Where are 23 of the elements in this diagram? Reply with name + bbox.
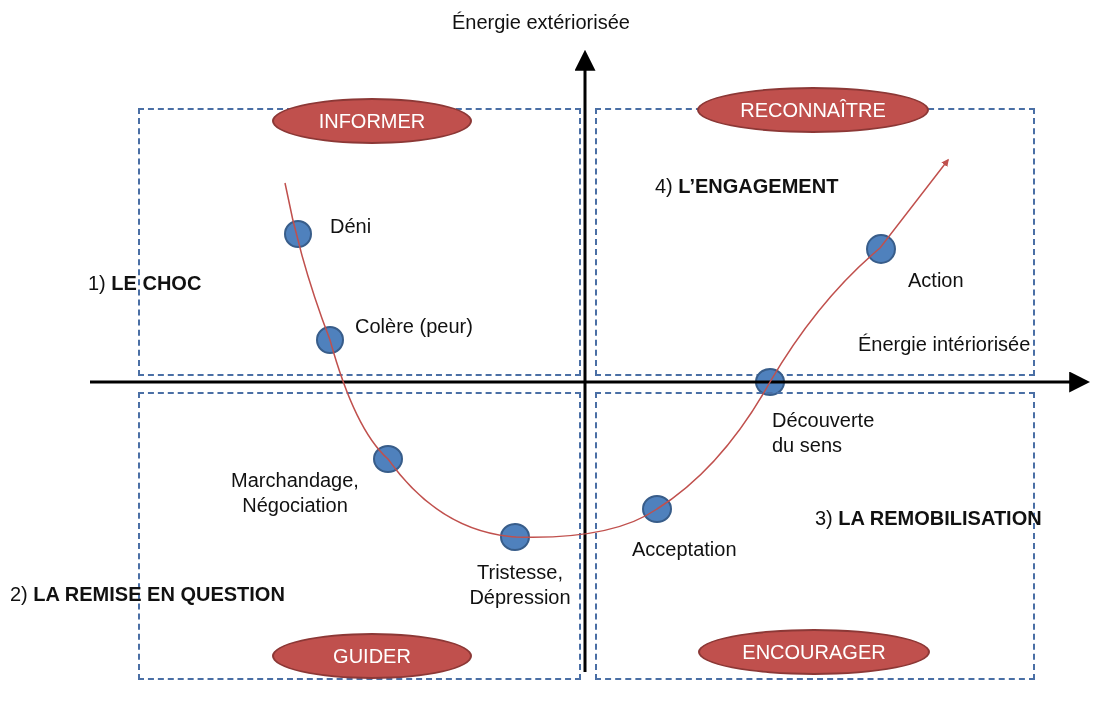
stage-dot [866, 234, 896, 264]
phase-title: 2) LA REMISE EN QUESTION [10, 582, 285, 607]
axis-label: Énergie intériorisée [858, 332, 1031, 357]
stage-label: Action [908, 268, 965, 293]
action-ellipse: GUIDER [272, 633, 472, 679]
stage-label: Déni [330, 214, 373, 239]
stage-dot [642, 495, 672, 523]
stage-dot [373, 445, 403, 473]
action-ellipse: ENCOURAGER [698, 629, 930, 675]
stage-dot [284, 220, 312, 248]
phase-title: 1) LE CHOC [88, 271, 202, 296]
stage-dot [500, 523, 530, 551]
stage-label: Tristesse, Dépression [468, 560, 572, 610]
stage-label: Découverte du sens [772, 408, 876, 458]
stage-dot [316, 326, 344, 354]
stage-label: Acceptation [632, 537, 738, 562]
phase-title: 3) LA REMOBILISATION [815, 506, 1042, 531]
axis-label: Énergie extériorisée [452, 10, 630, 35]
action-ellipse: RECONNAÎTRE [697, 87, 929, 133]
stage-label: Colère (peur) [355, 314, 474, 339]
action-ellipse: INFORMER [272, 98, 472, 144]
stage-label: Marchandage, Négociation [230, 468, 360, 518]
phase-title: 4) L’ENGAGEMENT [655, 174, 839, 199]
